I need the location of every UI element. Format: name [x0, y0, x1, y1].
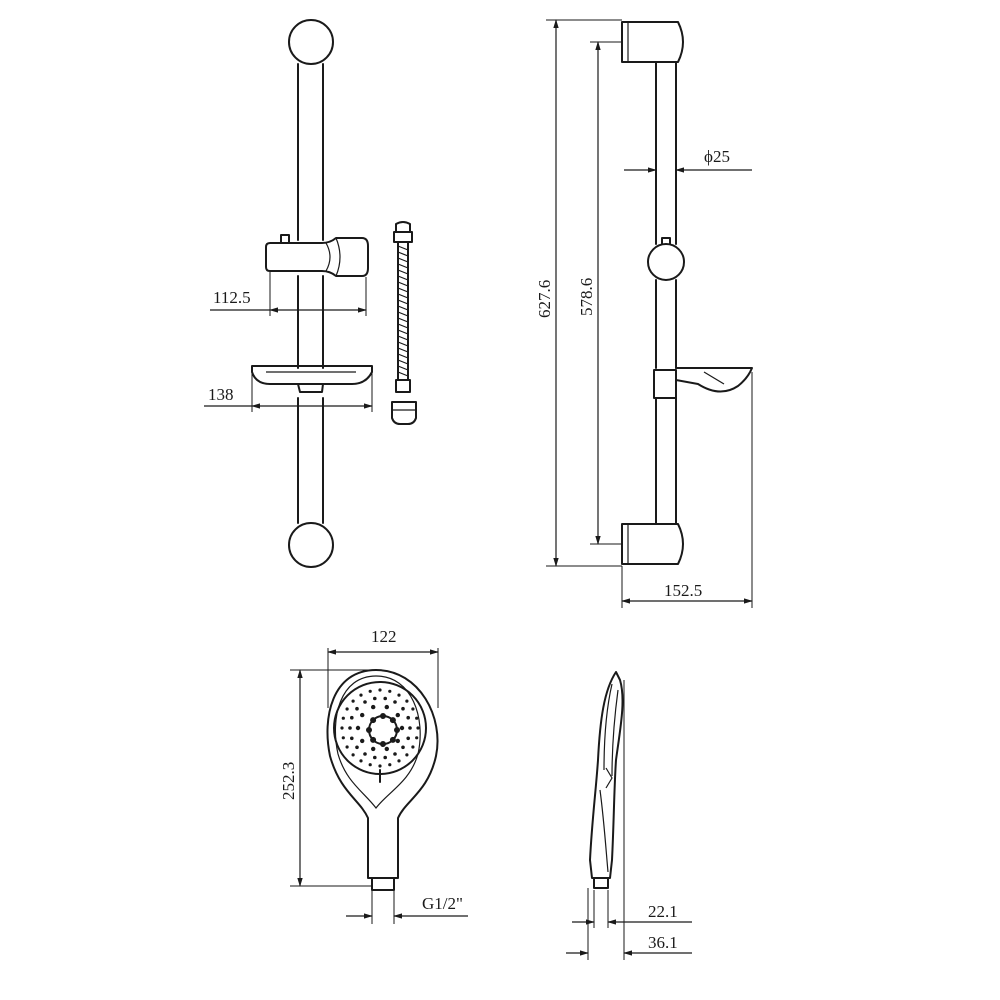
nozzle	[355, 745, 359, 750]
soap-dish	[251, 365, 373, 385]
nozzle	[395, 738, 400, 744]
nozzle	[348, 726, 352, 730]
nozzle	[395, 712, 400, 718]
nozzle	[360, 738, 365, 744]
nozzle	[355, 725, 361, 731]
label-g1-2: G1/2"	[422, 894, 463, 913]
spray-face	[333, 681, 427, 775]
side-bottom-bracket	[621, 523, 684, 565]
label-36-1: 36.1	[648, 933, 678, 952]
label-22-1: 22.1	[648, 902, 678, 921]
rail-tube	[297, 63, 324, 524]
dim-bracket-depth: 112.5	[210, 272, 367, 316]
nozzle	[405, 753, 409, 757]
nozzle	[399, 725, 405, 731]
nozzle	[359, 759, 363, 763]
side-top-bracket	[621, 21, 684, 63]
nozzle	[383, 696, 388, 701]
shower-hose	[391, 221, 417, 425]
nozzle	[371, 746, 376, 752]
nozzle	[341, 736, 345, 740]
nozzle	[359, 693, 363, 697]
nozzle	[401, 706, 405, 711]
dim-head-thickness: 36.1	[566, 680, 692, 960]
hand-shower-side	[589, 671, 624, 889]
label-122: 122	[371, 627, 397, 646]
nozzle	[351, 699, 355, 703]
dim-overall-height: 627.6	[535, 19, 622, 567]
nozzle	[371, 704, 376, 710]
nozzle	[351, 753, 355, 757]
nozzle	[368, 763, 372, 767]
label-627-6: 627.6	[535, 280, 554, 318]
nozzle	[363, 700, 367, 704]
rail-side-view	[621, 21, 753, 565]
nozzle	[363, 752, 367, 756]
holder-knob	[280, 234, 290, 244]
nozzle	[397, 693, 401, 697]
nozzle	[401, 745, 405, 750]
nozzle	[393, 700, 397, 704]
top-wall-bracket	[288, 19, 334, 65]
dim-handset-length: 252.3	[279, 669, 376, 887]
label-252-3: 252.3	[279, 762, 298, 800]
nozzle	[378, 688, 382, 692]
rail-front-view	[251, 19, 373, 568]
nozzle	[411, 745, 415, 749]
dim-head-width: 122	[327, 627, 439, 708]
nozzle	[405, 699, 409, 703]
nozzle	[397, 759, 401, 763]
handset-side-outline	[589, 671, 624, 879]
nozzle	[411, 707, 415, 711]
label-112-5: 112.5	[213, 288, 251, 307]
nozzle	[393, 752, 397, 756]
nozzle	[388, 763, 392, 767]
nozzle	[345, 707, 349, 711]
nozzle	[373, 755, 377, 760]
label-phi-25: ϕ25	[704, 147, 730, 166]
nozzle	[341, 716, 345, 720]
nozzle	[345, 745, 349, 749]
side-holder-knob	[647, 243, 685, 281]
dim-soap-dish-width: 138	[204, 373, 373, 412]
nozzle	[406, 736, 411, 741]
nozzle	[408, 726, 412, 730]
nozzle	[373, 696, 377, 701]
dim-handle-thickness: 22.1	[572, 890, 692, 928]
handset-outline	[326, 669, 439, 879]
nozzle	[415, 736, 419, 740]
dim-center-height: 578.6	[577, 41, 622, 545]
nozzle-pattern	[340, 688, 420, 768]
nozzle	[416, 726, 420, 730]
nozzle	[406, 715, 411, 720]
side-soap-dish	[653, 367, 753, 399]
label-152-5: 152.5	[664, 581, 702, 600]
dim-rail-diameter: ϕ25	[624, 147, 752, 173]
nozzle	[383, 755, 388, 760]
nozzle	[368, 689, 372, 693]
nozzle	[415, 716, 419, 720]
bottom-wall-bracket	[288, 522, 334, 568]
label-578-6: 578.6	[577, 278, 596, 316]
side-rail-tube	[655, 61, 677, 525]
nozzle	[378, 764, 382, 768]
nozzle	[360, 712, 365, 718]
dim-overall-depth: 152.5	[621, 372, 753, 608]
thread-connector	[371, 877, 395, 891]
nozzle	[350, 715, 354, 720]
hand-shower-front	[326, 669, 439, 891]
nozzle	[388, 689, 392, 693]
nozzle	[350, 736, 354, 741]
nozzle	[384, 746, 389, 752]
nozzle	[355, 706, 359, 711]
label-138: 138	[208, 385, 234, 404]
nozzle	[340, 726, 344, 730]
nozzle	[384, 704, 389, 710]
dim-thread: G1/2"	[346, 890, 468, 924]
